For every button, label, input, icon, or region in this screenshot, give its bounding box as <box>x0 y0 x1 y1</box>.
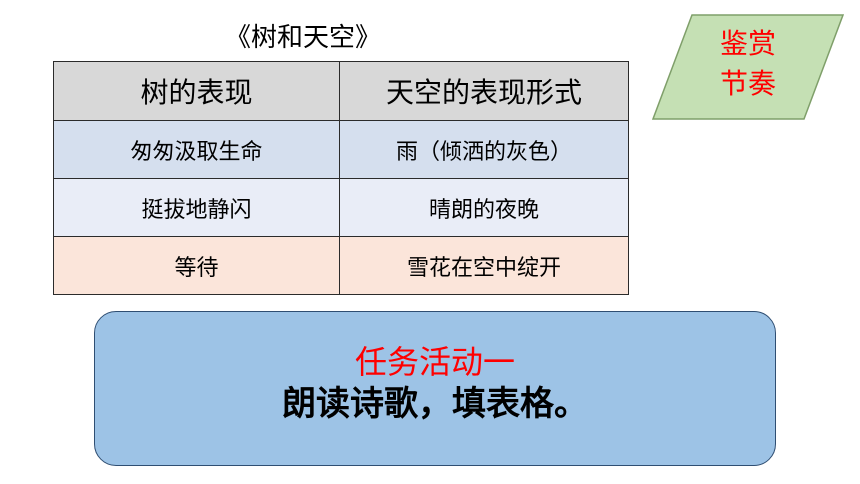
header-tree-behavior: 树的表现 <box>53 61 340 121</box>
table-row: 等待 雪花在空中绽开 <box>53 236 629 295</box>
table-cell-sky: 晴朗的夜晚 <box>339 178 629 237</box>
poem-analysis-table: 树的表现 天空的表现形式 匆匆汲取生命 雨（倾洒的灰色） 挺拔地静闪 晴朗的夜晚… <box>53 61 629 295</box>
table-cell-sky: 雪花在空中绽开 <box>339 236 629 295</box>
task-description: 朗读诗歌，填表格。 <box>282 384 588 424</box>
table-cell-tree: 等待 <box>53 236 340 295</box>
table-row: 匆匆汲取生命 雨（倾洒的灰色） <box>53 120 629 179</box>
appreciate-rhythm-badge: 鉴赏 节奏 <box>652 14 844 120</box>
badge-line-2: 节奏 <box>719 67 776 100</box>
table-header-row: 树的表现 天空的表现形式 <box>53 61 629 121</box>
table-cell-tree: 匆匆汲取生命 <box>53 120 340 179</box>
header-sky-form: 天空的表现形式 <box>339 61 629 121</box>
table-cell-sky: 雨（倾洒的灰色） <box>339 120 629 179</box>
task-title: 任务活动一 <box>354 343 515 381</box>
table-title: 《树和天空》 <box>225 23 382 53</box>
table-row: 挺拔地静闪 晴朗的夜晚 <box>53 178 629 237</box>
badge-line-1: 鉴赏 <box>719 27 776 60</box>
table-cell-tree: 挺拔地静闪 <box>53 178 340 237</box>
task-activity-box: 任务活动一 朗读诗歌，填表格。 <box>94 311 776 466</box>
parallelogram-shape <box>652 14 844 120</box>
